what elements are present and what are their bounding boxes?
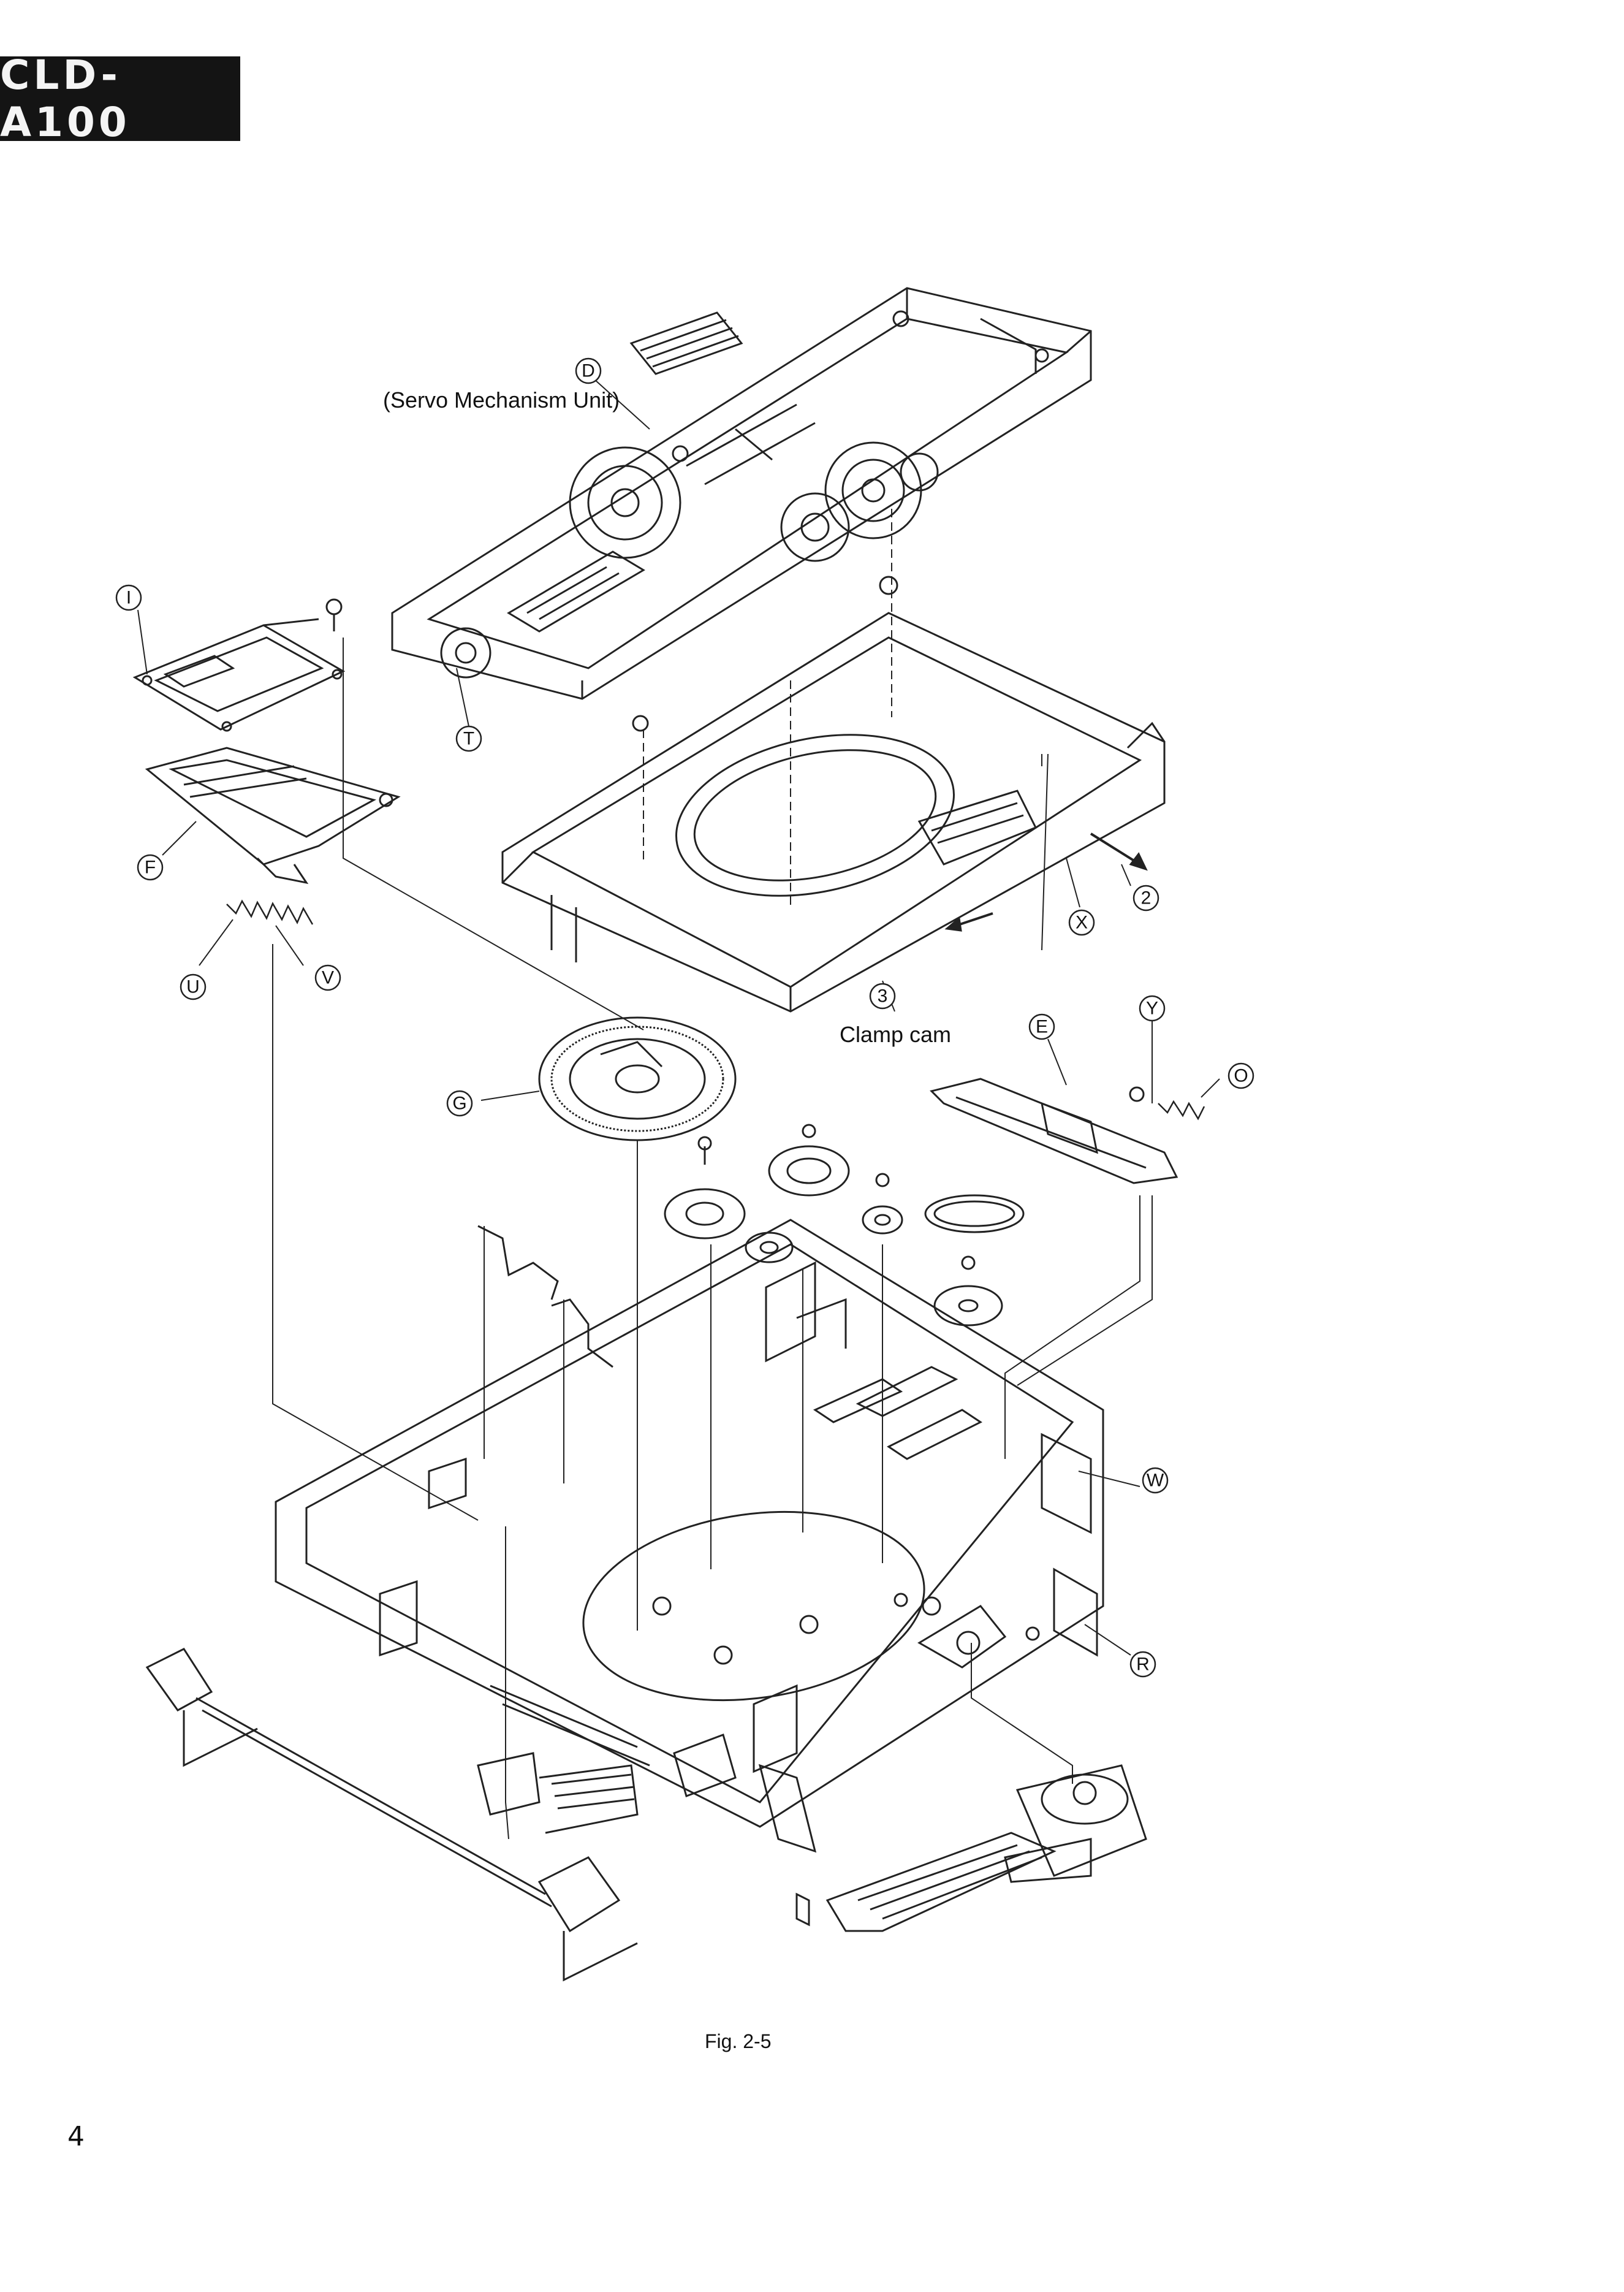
flex-strip bbox=[477, 1752, 639, 1834]
callout-O: O bbox=[1234, 1066, 1248, 1086]
callout-2: 2 bbox=[1141, 888, 1152, 908]
callout-Y: Y bbox=[1146, 999, 1158, 1019]
callout-E: E bbox=[1036, 1017, 1048, 1037]
cable-assembly bbox=[145, 1648, 638, 1982]
model-name: CLD-A100 bbox=[0, 51, 131, 146]
spring-UV bbox=[226, 899, 314, 925]
motor-assembly bbox=[825, 1764, 1147, 1932]
clamp-cam-label: Clamp cam bbox=[840, 1022, 951, 1047]
callout-T: T bbox=[463, 729, 474, 749]
servo-mechanism-unit bbox=[391, 287, 1092, 732]
callout-I: I bbox=[126, 588, 131, 608]
clamp-cam-tray bbox=[501, 612, 1166, 1013]
callout-R: R bbox=[1136, 1654, 1150, 1675]
callout-U: U bbox=[186, 977, 200, 997]
callout-F: F bbox=[145, 858, 156, 878]
base-chassis bbox=[275, 1219, 1104, 1853]
callout-W: W bbox=[1147, 1471, 1164, 1491]
callout-X: X bbox=[1076, 913, 1088, 933]
part-I bbox=[132, 618, 346, 732]
figure-caption: Fig. 2-5 bbox=[705, 2030, 772, 2052]
part-G bbox=[538, 1016, 737, 1141]
spring-O bbox=[1158, 1100, 1205, 1121]
callout-D: D bbox=[582, 361, 595, 381]
part-F bbox=[145, 747, 401, 885]
callout-3: 3 bbox=[878, 986, 888, 1007]
callout-V: V bbox=[322, 968, 334, 988]
part-E bbox=[930, 1078, 1178, 1184]
callout-G: G bbox=[452, 1094, 466, 1114]
page-number: 4 bbox=[67, 2121, 85, 2152]
model-badge: CLD-A100 bbox=[0, 51, 240, 146]
small-brackets bbox=[477, 1225, 613, 1368]
gear-cluster bbox=[664, 1124, 1025, 1327]
servo-unit-label: (Servo Mechanism Unit) bbox=[383, 387, 620, 413]
